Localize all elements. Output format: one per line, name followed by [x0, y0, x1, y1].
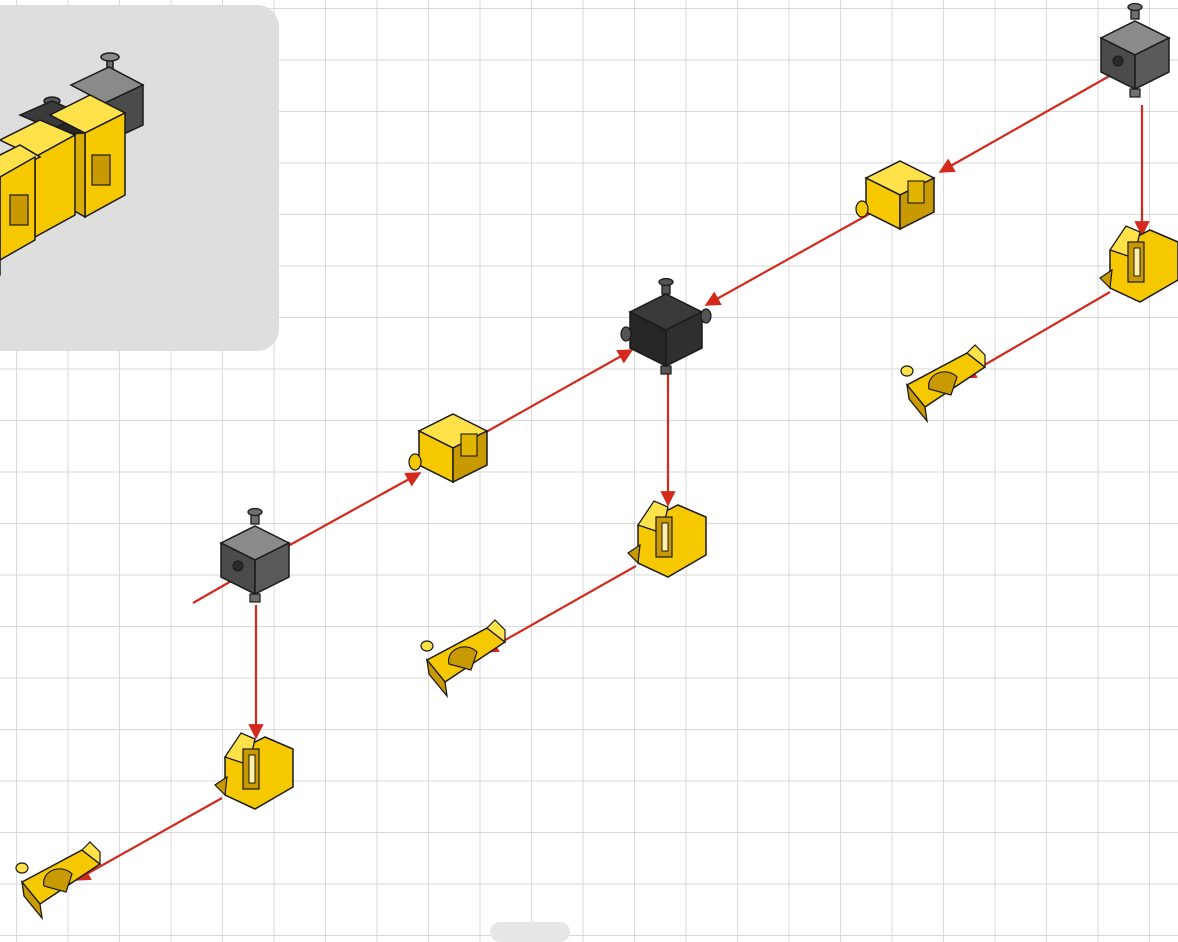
yellow-block-icon [855, 160, 936, 231]
yellow-clip-icon [420, 619, 507, 699]
assembly-arrow [938, 69, 1121, 173]
yellow-bracket-icon [214, 732, 294, 810]
gray-connector-cube-icon [219, 507, 291, 603]
assembly-arrows [74, 69, 1150, 881]
yellow-clip-icon [15, 841, 102, 921]
yellow-bracket-icon [627, 500, 707, 578]
assembly-arrow [74, 797, 223, 881]
assembly-parts [15, 2, 1178, 921]
assembled-preview-icon [0, 52, 145, 276]
bottom-panel-handle[interactable] [490, 922, 570, 942]
assembled-preview-panel [0, 5, 279, 351]
assembly-arrow [704, 207, 881, 306]
assembly-arrow [287, 472, 422, 547]
assembly-arrow [960, 291, 1111, 379]
yellow-bracket-icon [1099, 225, 1178, 303]
assembly-arrow [482, 565, 637, 653]
gray-connector-cube-icon [1099, 2, 1171, 98]
yellow-clip-icon [900, 344, 987, 424]
yellow-block-icon [408, 413, 489, 484]
black-hub-cube-icon [620, 277, 712, 375]
assembly-arrow [485, 349, 634, 433]
